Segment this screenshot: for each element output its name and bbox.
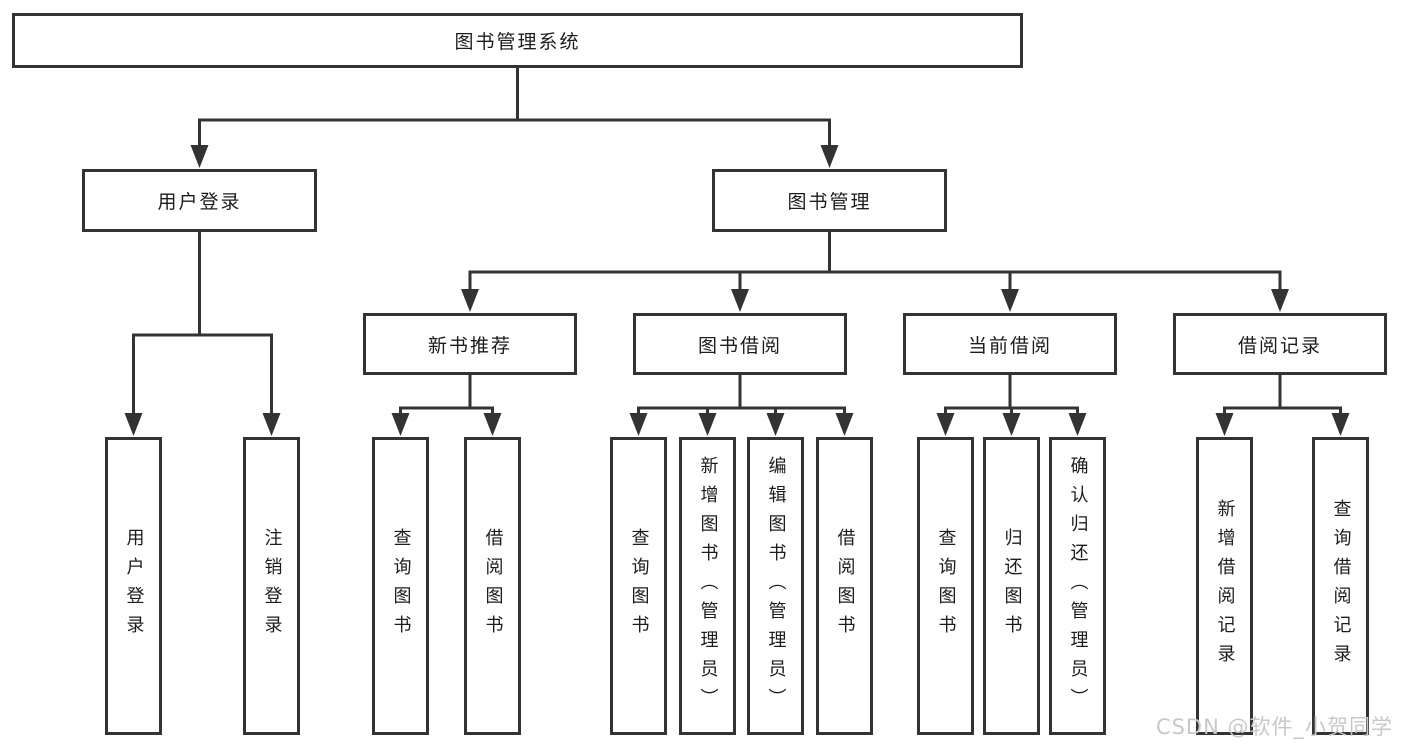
- connector-book-borrow-to-leaves: [629, 375, 854, 436]
- arrowhead: [461, 289, 479, 312]
- leaf-logout: 注销登录: [243, 437, 300, 735]
- node-user-login: 用户登录: [82, 169, 317, 232]
- connector-current-borrow-to-leaves: [936, 375, 1087, 436]
- arrowhead: [391, 413, 410, 436]
- node-book-borrow: 图书借阅: [633, 313, 847, 375]
- arrowhead: [1002, 413, 1021, 436]
- leaf-label: 查询图书: [628, 528, 650, 644]
- arrowhead: [124, 413, 143, 436]
- connector-book-management-to-level3: [461, 232, 1289, 312]
- leaf-label: 查询图书: [390, 528, 412, 644]
- leaf-borrow-books-recommend: 借阅图书: [464, 437, 521, 735]
- leaf-borrow-books: 借阅图书: [816, 437, 873, 735]
- leaf-label: 注销登录: [261, 528, 283, 644]
- connector-user-login-to-leaves: [124, 232, 281, 436]
- leaf-return-books: 归还图书: [983, 437, 1040, 735]
- arrowhead: [1331, 413, 1350, 436]
- leaf-label: 新增借阅记录: [1214, 499, 1236, 673]
- arrowhead: [483, 413, 502, 436]
- leaf-query-books-current: 查询图书: [917, 437, 974, 735]
- arrowhead: [936, 413, 955, 436]
- connector-new-book-recommend-to-leaves: [391, 375, 502, 436]
- leaf-edit-books-admin: 编辑图书（管理员）: [747, 437, 804, 735]
- leaf-confirm-return-admin: 确认归还（管理员）: [1049, 437, 1106, 735]
- leaf-query-borrow-record: 查询借阅记录: [1312, 437, 1369, 735]
- leaf-query-books-recommend: 查询图书: [372, 437, 429, 735]
- arrowhead: [1271, 289, 1289, 312]
- arrowhead: [629, 413, 648, 436]
- leaf-query-books-borrow: 查询图书: [610, 437, 667, 735]
- leaf-label: 归还图书: [1001, 528, 1023, 644]
- arrowhead: [1215, 413, 1234, 436]
- connector-root-to-level2: [190, 68, 839, 168]
- leaf-label: 编辑图书（管理员）: [765, 455, 787, 717]
- arrowhead: [190, 145, 209, 168]
- node-current-borrow: 当前借阅: [903, 313, 1117, 375]
- node-library-management-system: 图书管理系统: [12, 13, 1023, 68]
- leaf-label: 借阅图书: [482, 528, 504, 644]
- node-borrow-records: 借阅记录: [1173, 313, 1387, 375]
- leaf-user-login: 用户登录: [105, 437, 162, 735]
- leaf-label: 用户登录: [123, 528, 145, 644]
- arrowhead: [1001, 289, 1019, 312]
- arrowhead: [835, 413, 854, 436]
- leaf-label: 借阅图书: [834, 528, 856, 644]
- node-new-book-recommend: 新书推荐: [363, 313, 577, 375]
- node-book-management: 图书管理: [712, 169, 947, 232]
- leaf-add-books-admin: 新增图书（管理员）: [679, 437, 736, 735]
- connector-borrow-records-to-leaves: [1215, 375, 1350, 436]
- leaf-label: 查询图书: [935, 528, 957, 644]
- csdn-watermark: CSDN @软件_小贺同学: [1155, 715, 1393, 739]
- arrowhead: [1068, 413, 1087, 436]
- arrowhead: [820, 145, 839, 168]
- arrowhead: [698, 413, 717, 436]
- leaf-label: 查询借阅记录: [1330, 499, 1352, 673]
- leaf-label: 新增图书（管理员）: [697, 455, 719, 717]
- leaf-label: 确认归还（管理员）: [1067, 455, 1089, 717]
- arrowhead: [731, 289, 749, 312]
- leaf-add-borrow-record: 新增借阅记录: [1196, 437, 1253, 735]
- arrowhead: [766, 413, 785, 436]
- arrowhead: [262, 413, 281, 436]
